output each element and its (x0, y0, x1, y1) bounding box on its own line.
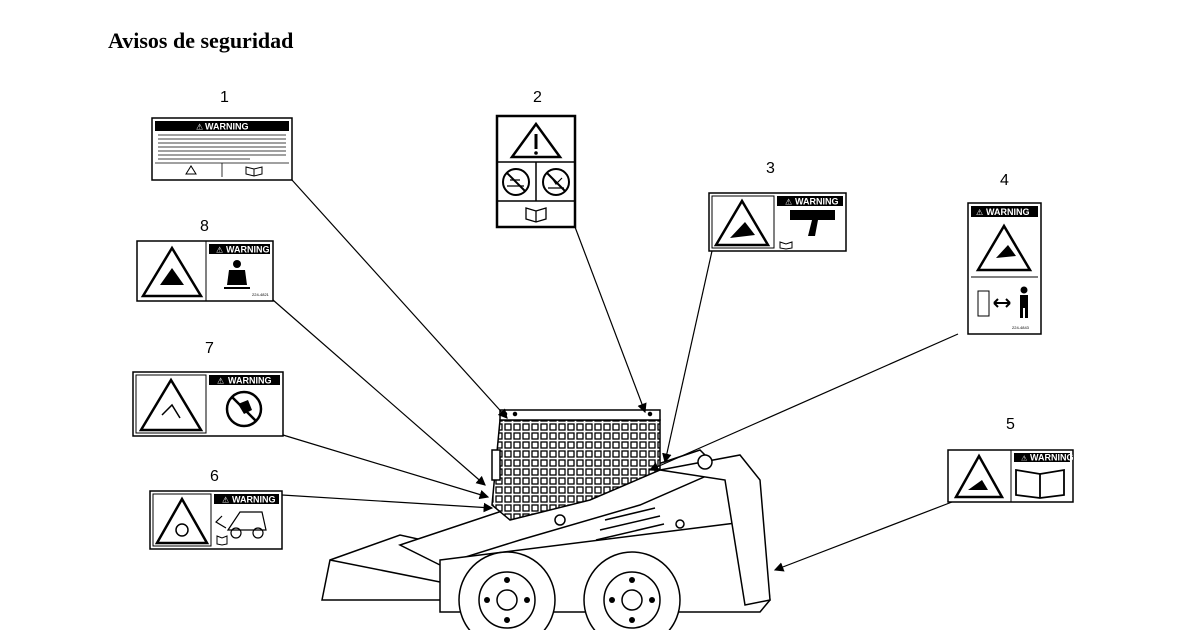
decal-6-header: WARNING (232, 495, 276, 505)
leader-line-6 (281, 494, 494, 513)
warning-triangle-icon (185, 165, 197, 175)
read-manual-warning-icon (953, 453, 1005, 499)
decal-7-header: WARNING (228, 376, 272, 386)
decal-3-header: WARNING (795, 197, 839, 207)
lift-arm-support-icon (790, 210, 835, 236)
decal-3: WARNING ⚠ (708, 192, 847, 252)
seatbelt-operator-icon (224, 260, 250, 289)
decal-4: WARNING ⚠ 224-4843 (967, 202, 1042, 335)
label-number-4: 4 (1000, 172, 1009, 189)
decal-4-code: 224-4843 (1012, 325, 1030, 330)
leader-line-1 (291, 179, 508, 419)
decal-7: WARNING ⚠ (132, 371, 284, 437)
decal-5-header: WARNING (1030, 453, 1074, 463)
leader-line-7 (282, 434, 490, 500)
manual-book-icon (216, 535, 228, 546)
label-number-3: 3 (766, 160, 775, 177)
decal-4-header: WARNING (986, 207, 1030, 217)
loader-icon (215, 511, 267, 539)
leader-line-2 (574, 226, 647, 414)
label-number-5: 5 (1006, 416, 1015, 433)
manual-book-icon (525, 207, 547, 223)
decal-1: WARNING ⚠ (151, 117, 293, 181)
label-number-2: 2 (533, 89, 542, 106)
warning-triangle-icon: ⚠ (217, 377, 224, 386)
decal-8-header: WARNING (226, 245, 270, 255)
pinch-hazard-icon (975, 223, 1033, 272)
label-number-8: 8 (200, 218, 209, 235)
leader-line-3 (662, 250, 713, 464)
warning-triangle-icon: ⚠ (976, 208, 983, 217)
leader-lines (272, 179, 959, 572)
label-number-1: 1 (220, 89, 229, 106)
label-number-7: 7 (205, 340, 214, 357)
warning-triangle-icon: ⚠ (1021, 455, 1028, 463)
manual-book-icon (779, 241, 793, 250)
decal-8-code: 224-4821 (252, 292, 270, 297)
page-title: Avisos de seguridad (108, 28, 294, 53)
warning-triangle-icon: ⚠ (216, 246, 223, 255)
person-icon (1020, 286, 1028, 318)
warning-triangle-icon: ⚠ (196, 123, 203, 132)
leader-line-8 (272, 299, 486, 486)
leader-line-5 (773, 501, 953, 572)
decal-2 (495, 114, 577, 229)
decal-8: WARNING ⚠ 224-4821 (136, 240, 274, 302)
decal-6: WARNING ⚠ (149, 490, 283, 550)
warning-triangle-icon: ⚠ (785, 198, 792, 207)
keep-distance-arrow-icon (993, 298, 1011, 308)
decal-5: WARNING ⚠ (947, 449, 1074, 503)
crush-hazard-icon (713, 198, 771, 247)
runover-hazard-icon (154, 496, 210, 545)
leader-line-4 (648, 333, 959, 471)
skid-steer-loader (321, 409, 771, 630)
label-number-6: 6 (210, 468, 219, 485)
manual-book-icon (1015, 468, 1065, 499)
warning-triangle-icon: ⚠ (222, 496, 229, 505)
decal-1-header: WARNING (205, 122, 249, 132)
manual-book-icon (245, 166, 263, 177)
